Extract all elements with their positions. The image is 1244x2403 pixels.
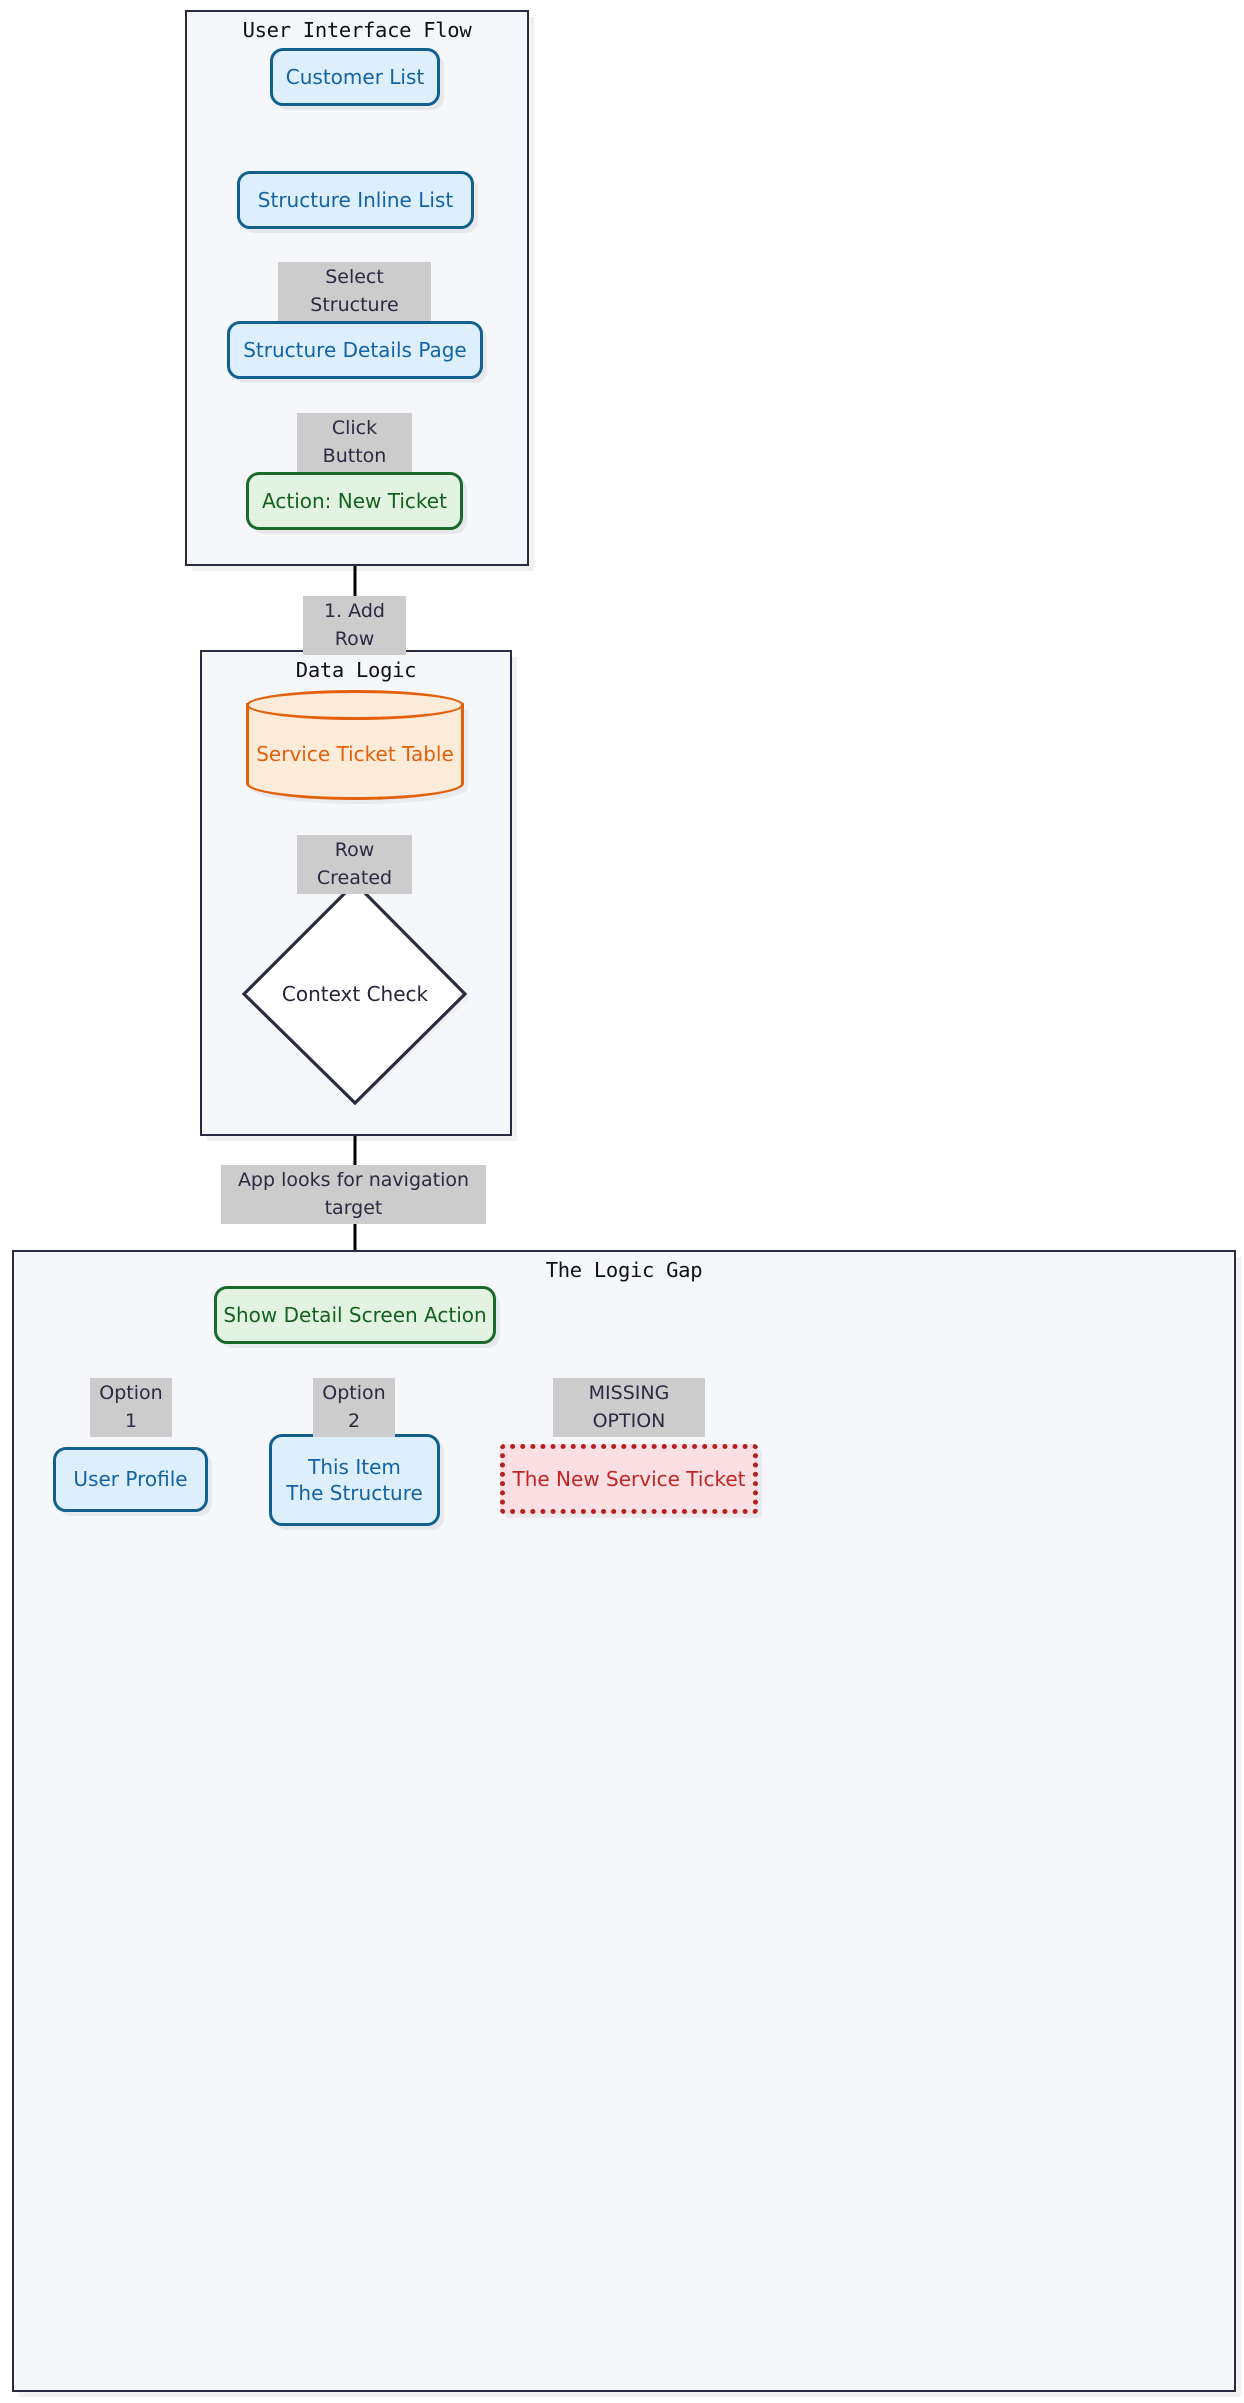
edge-label-add-row: 1. Add Row	[303, 596, 406, 656]
edge-label-app-looks-for-navigation-target: App looks for navigation target	[221, 1165, 486, 1225]
node-label: Structure Details Page	[243, 337, 467, 362]
node-label: Service Ticket Table	[256, 742, 454, 766]
node-the-new-service-ticket[interactable]: The New Service Ticket	[500, 1444, 758, 1514]
diamond-shape	[241, 880, 468, 1106]
edge-label-option-2: Option 2	[313, 1378, 395, 1438]
subgraph-title-gap: The Logic Gap	[545, 1258, 703, 1282]
node-label: This Item The Structure	[286, 1454, 423, 1505]
edge-label-select-structure: Select Structure	[278, 262, 431, 322]
node-this-item-the-structure[interactable]: This Item The Structure	[269, 1434, 440, 1526]
node-service-ticket-table[interactable]: Service Ticket Table	[246, 690, 464, 800]
node-label: User Profile	[73, 1467, 188, 1492]
edge-label-click-button: Click Button	[297, 413, 412, 473]
subgraph-the-logic-gap: The Logic Gap	[12, 1250, 1236, 2392]
node-user-profile[interactable]: User Profile	[53, 1447, 208, 1512]
subgraph-title-data: Data Logic	[295, 658, 417, 682]
cylinder-top-ellipse	[246, 690, 464, 720]
subgraph-title-ui: User Interface Flow	[242, 18, 472, 42]
node-action-new-ticket[interactable]: Action: New Ticket	[246, 472, 463, 530]
edge-label-option-1: Option 1	[90, 1378, 172, 1438]
node-structure-inline-list[interactable]: Structure Inline List	[237, 171, 474, 229]
node-label: Context Check	[281, 982, 429, 1006]
node-customer-list[interactable]: Customer List	[270, 48, 440, 106]
edge-label-missing-option: MISSING OPTION	[553, 1378, 705, 1438]
node-label: Customer List	[285, 64, 425, 89]
edge-label-row-created: Row Created	[297, 835, 412, 895]
node-context-check[interactable]: Context Check	[240, 880, 470, 1108]
node-label: Structure Inline List	[257, 187, 454, 212]
node-label: Show Detail Screen Action	[223, 1302, 487, 1327]
node-structure-details-page[interactable]: Structure Details Page	[227, 321, 483, 379]
node-show-detail-screen-action[interactable]: Show Detail Screen Action	[214, 1286, 496, 1344]
node-label: Action: New Ticket	[262, 488, 447, 513]
node-label: The New Service Ticket	[512, 1466, 746, 1491]
